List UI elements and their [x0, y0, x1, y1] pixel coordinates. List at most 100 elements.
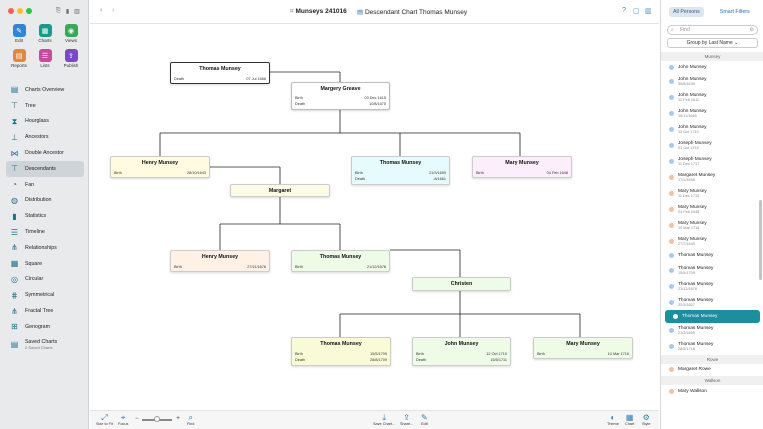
sidebar-item-tree[interactable]: ⊤Tree	[6, 98, 84, 114]
share-button[interactable]: ⇪Share...	[400, 413, 413, 426]
sidebar-toggle-icon[interactable]: ▥	[74, 9, 80, 15]
sidebar-item-hourglass[interactable]: ⧗Hourglass	[6, 114, 84, 130]
person-list-item[interactable]: John Munsey	[661, 61, 763, 74]
tab-all-persons[interactable]: All Persons	[669, 7, 704, 17]
zoom-in-icon[interactable]: +	[176, 415, 181, 422]
sidebar: ⎘ ▮ ▥ ✎Edit▦Charts◉Views ▤Reports☰Lists⇪P…	[0, 0, 89, 429]
sidebar-tool-reports[interactable]: ▤Reports	[6, 49, 32, 68]
sidebar-item-fan[interactable]: ◔Fan	[6, 177, 84, 193]
group-by-select[interactable]: Group by Last Name ⌄	[667, 38, 758, 48]
sidebar-item-fractal-tree[interactable]: ⋔Fractal Tree	[6, 303, 84, 319]
attachment-icon[interactable]: ⎘	[56, 8, 61, 14]
person-date: 22/3/1607	[678, 302, 695, 307]
sidebar-tool-views[interactable]: ◉Views	[58, 24, 84, 43]
forward-button[interactable]: ›	[112, 7, 115, 14]
event-date: 07 Jul 1666	[246, 77, 266, 81]
sidebar-tool-charts[interactable]: ▦Charts	[32, 24, 58, 43]
inspector-toggle-icon[interactable]: ▥	[645, 8, 652, 15]
sidebar-item-double-ancestor[interactable]: ⋈Double Ancestor	[6, 145, 84, 161]
event-label: Death	[174, 77, 185, 81]
close-window-button[interactable]	[8, 8, 14, 14]
persons-scrollbar[interactable]	[759, 200, 762, 280]
person-date: 11 Dec 1717	[678, 162, 700, 166]
sidebar-item-relationships[interactable]: ⋔Relationships	[6, 240, 84, 256]
window-icon[interactable]: ▢	[633, 8, 640, 15]
sidebar-item-symmetrical[interactable]: ⋕Symmetrical	[6, 287, 84, 303]
sidebar-tool-publish[interactable]: ⇪Publish	[58, 49, 84, 68]
zoom-out-icon[interactable]: −	[135, 416, 139, 422]
save-chart-button[interactable]: ⤓Save Chart...	[373, 413, 395, 426]
person-card-margaret[interactable]: Margaret	[230, 184, 330, 197]
help-button[interactable]: ?	[622, 7, 626, 14]
person-list-item[interactable]: Mary Wallson	[661, 385, 763, 398]
find-options-icon[interactable]: ⚙	[749, 27, 754, 33]
sidebar-item-square[interactable]: ▦Square	[6, 256, 84, 272]
zoom-window-button[interactable]	[26, 8, 32, 14]
sidebar-tool-lists[interactable]: ☰Lists	[32, 49, 58, 68]
find-button[interactable]: ⌕Find	[187, 413, 194, 426]
sidebar-item-genogram[interactable]: ⊞Genogram	[6, 319, 84, 335]
sidebar-item-label: Square	[25, 260, 43, 267]
zoom-slider-knob[interactable]	[154, 416, 160, 422]
sidebar-item-distribution[interactable]: ◍Distribution	[6, 193, 84, 209]
find-field[interactable]: ⌕Find⚙	[667, 25, 758, 35]
person-name: John Munsey	[678, 125, 707, 130]
sidebar-item-circular[interactable]: ◎Circular	[6, 272, 84, 288]
size-to-fit-button[interactable]: ⤢Size to Fit	[96, 413, 113, 426]
sidebar-item-charts-overview[interactable]: ▤Charts Overview	[6, 82, 84, 98]
minimize-window-button[interactable]	[17, 8, 23, 14]
edit-chart-button[interactable]: ✎Edit	[421, 413, 428, 426]
event-date: 15/5/1711	[490, 358, 507, 362]
back-button[interactable]: ‹	[100, 7, 103, 14]
tab-smart-filters[interactable]: Smart Filters	[719, 9, 750, 15]
person-list-item[interactable]: Thomas Munsey	[661, 250, 763, 263]
person-date: 12 Oct 1710	[678, 130, 699, 134]
person-card-christen[interactable]: Christen	[412, 277, 511, 291]
sidebar-item-ancestors[interactable]: ⊥Ancestors	[6, 129, 84, 145]
sidebar-tool-edit[interactable]: ✎Edit	[6, 24, 32, 43]
focus-button[interactable]: ⌖Focus	[118, 413, 128, 426]
sidebar-item-statistics[interactable]: ▮Statistics	[6, 208, 84, 224]
event-label: Birth	[537, 352, 545, 356]
event-label: Birth	[295, 96, 303, 100]
person-list-item[interactable]: Thomas Munsey	[665, 310, 760, 323]
sidebar-item-timeline[interactable]: ☰Timeline	[6, 224, 84, 240]
person-list-item[interactable]: Margaret Rowe	[661, 364, 763, 377]
theme-button[interactable]: ◐Theme	[607, 413, 619, 426]
person-date: 17/1/1698	[678, 178, 695, 182]
share-icon: ⇪	[403, 413, 410, 422]
style-button[interactable]: ⚙Style	[642, 413, 650, 426]
sidebar-item-descendants[interactable]: ⊤Descendants	[6, 160, 84, 177]
chart-options-button[interactable]: ▦Chart	[625, 413, 634, 426]
bookmark-icon[interactable]: ▮	[65, 9, 70, 15]
